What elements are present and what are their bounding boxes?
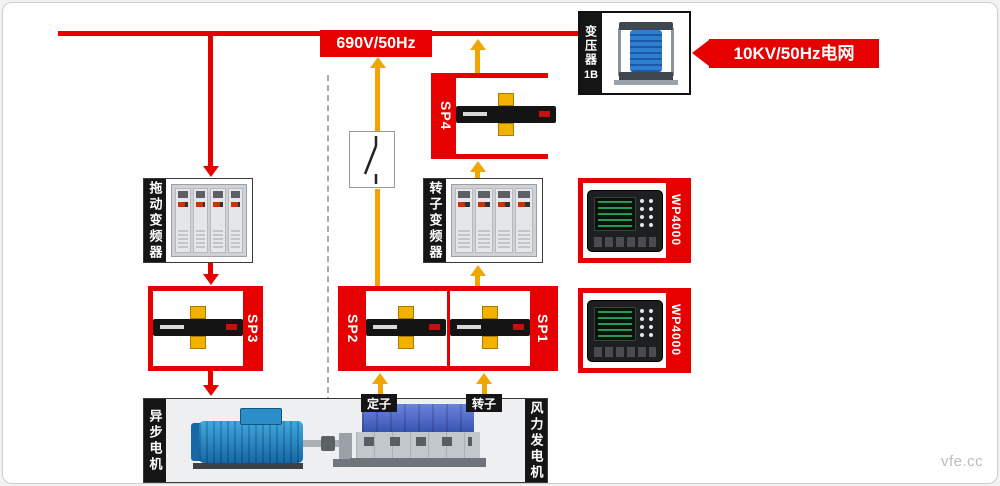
line-bus-to-drive-inverter: [208, 36, 213, 167]
line-sp2-to-switch: [375, 189, 380, 286]
inverter-cabinet-icon: [171, 184, 247, 257]
bearing-pedestal-icon: [333, 459, 358, 467]
wp4000-top-label: WP4000: [669, 194, 683, 247]
async-motor-label: 异步电机: [144, 399, 166, 482]
transformer-box: 变压器 1B: [578, 11, 691, 95]
arrow-down-icon: [203, 385, 219, 396]
motor-terminal-box-icon: [240, 408, 282, 425]
machine-stage: [166, 399, 525, 482]
bus-line-690v: [58, 31, 580, 36]
line-sp4-to-bus: [475, 49, 480, 73]
motor-icon: [199, 421, 303, 463]
wind-generator-label: 风力发电机: [525, 399, 547, 482]
arrow-up-icon: [470, 39, 486, 50]
breaker-switch: [349, 131, 395, 188]
current-sensor-icon: [366, 305, 447, 352]
line-rotor-inverter-to-sp4: [475, 171, 480, 178]
transformer-icon: [608, 17, 684, 89]
grid-label: 10KV/50Hz电网: [709, 39, 879, 68]
sp2-sp1-sensor-box: SP2 SP1: [338, 286, 558, 371]
arrow-up-icon: [476, 373, 492, 384]
sp4-label: SP4: [438, 101, 454, 131]
rotor-inverter-label: 转子变频器: [424, 179, 446, 262]
arrow-up-icon: [470, 265, 486, 276]
line-stator-to-sp2: [378, 383, 383, 396]
drive-inverter-label: 拖动变频器: [144, 179, 166, 262]
generator-icon: [364, 437, 472, 446]
machine-box: 异步电机 风力发电机: [143, 398, 548, 483]
power-analyzer-icon: [586, 189, 663, 252]
current-sensor-icon: [153, 305, 243, 352]
inverter-cabinet-icon: [451, 184, 537, 257]
wp4000-analyzer-box-top: WP4000: [578, 178, 691, 263]
current-sensor-icon: [456, 93, 556, 139]
rotor-tag: 转子: [466, 394, 502, 412]
bus-voltage-label: 690V/50Hz: [320, 30, 432, 57]
line-sp1-to-rotor-inverter: [475, 275, 480, 286]
line-sp3-to-motor: [208, 371, 213, 386]
sp3-sensor-box: SP3: [148, 286, 263, 371]
sp1-label: SP1: [535, 313, 551, 344]
dashed-divider: [327, 75, 329, 403]
wp4000-analyzer-box-bottom: WP4000: [578, 288, 691, 373]
rotor-inverter-box: 转子变频器: [423, 178, 543, 263]
arrow-up-icon: [470, 161, 486, 172]
sp3-label: SP3: [245, 313, 261, 344]
power-analyzer-icon: [586, 299, 663, 362]
coupling-icon: [321, 436, 335, 451]
line-switch-to-bus: [375, 67, 380, 131]
drive-inverter-box: 拖动变频器: [143, 178, 253, 263]
sp2-label: SP2: [345, 313, 361, 344]
stator-tag: 定子: [361, 394, 397, 412]
arrow-up-icon: [370, 57, 386, 68]
line-rotor-to-sp1: [482, 383, 487, 396]
current-sensor-icon: [449, 305, 530, 352]
arrow-left-icon: [692, 40, 709, 66]
watermark: vfe.cc: [941, 453, 984, 470]
generator-base-icon: [350, 458, 486, 467]
transformer-label: 变压器 1B: [580, 13, 602, 93]
arrow-down-icon: [203, 274, 219, 285]
line-drive-inverter-to-sp3: [208, 263, 213, 275]
motor-base-icon: [193, 463, 303, 469]
arrow-down-icon: [203, 166, 219, 177]
switch-icon: [363, 136, 378, 184]
arrow-up-icon: [372, 373, 388, 384]
sp4-sensor-box: SP4: [431, 73, 556, 159]
wp4000-bottom-label: WP4000: [669, 304, 683, 357]
bearing-pedestal-icon: [339, 433, 352, 461]
